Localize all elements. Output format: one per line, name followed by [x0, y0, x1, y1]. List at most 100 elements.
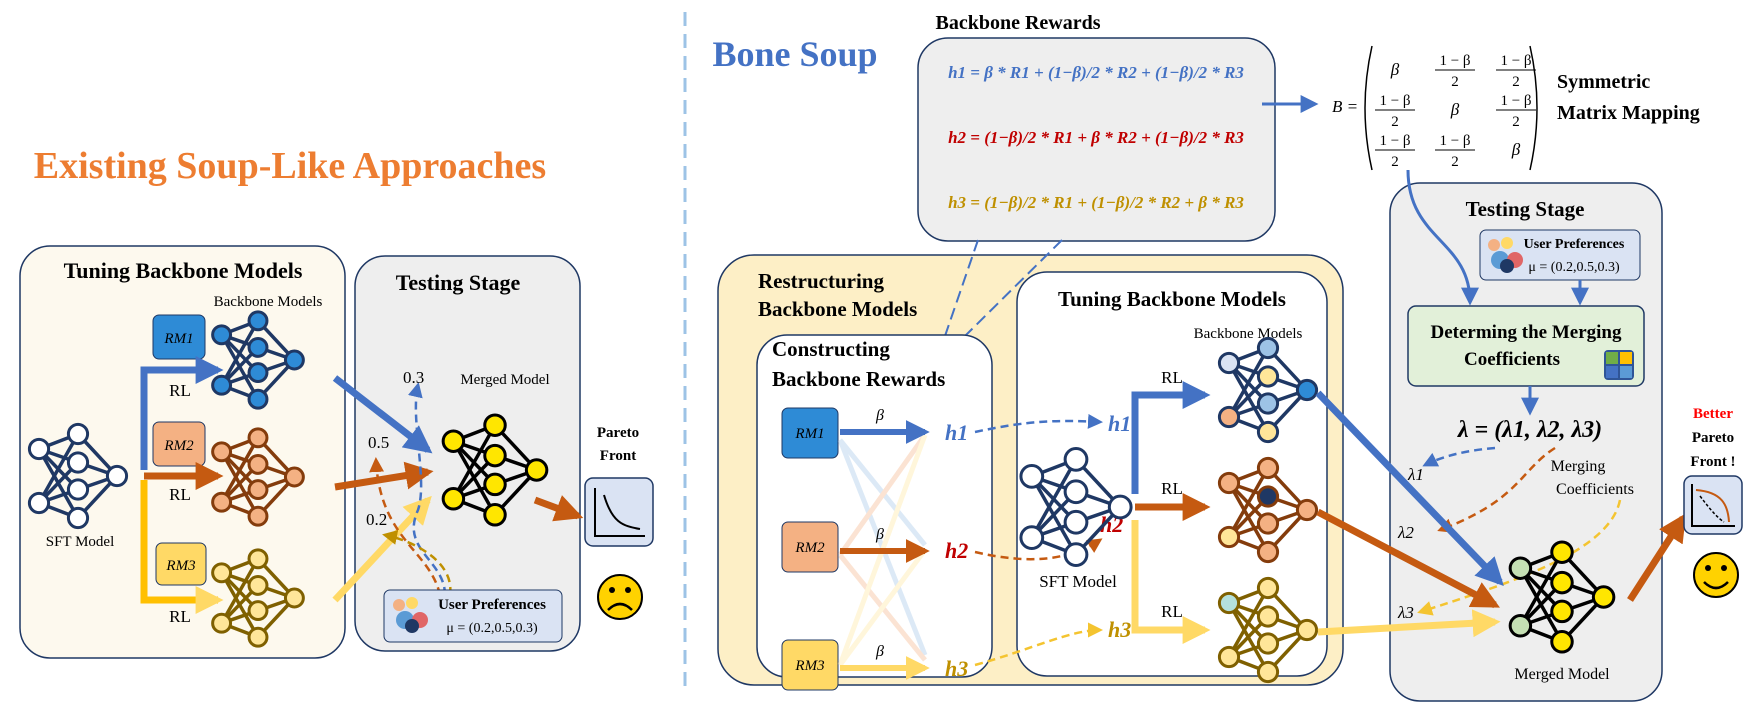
network-node [283, 349, 305, 371]
matrix-label: B = [1332, 97, 1358, 116]
network-node [1550, 599, 1574, 624]
right-rl-label-3: RL [1161, 602, 1183, 621]
matrix-cell-denominator: 2 [1451, 154, 1459, 170]
h2-equation: h2 = (1−β)/2 * R1 + β * R2 + (1−β)/2 * R… [948, 128, 1244, 147]
h2-dashed-arrow [974, 538, 1103, 561]
network-node [1256, 605, 1280, 628]
network-node [1107, 494, 1133, 520]
h1-label: h1 [945, 420, 968, 445]
matrix-cell-numerator: 1 − β [1500, 93, 1531, 109]
right-testing-title: Testing Stage [1466, 197, 1585, 221]
lambda1-label: λ1 [1407, 465, 1424, 484]
right-user-pref-title: User Preferences [1524, 237, 1625, 252]
symmetric-label-2: Matrix Mapping [1557, 102, 1700, 124]
left-tuning-title: Tuning Backbone Models [64, 258, 303, 283]
beta-label-3: β [875, 643, 884, 660]
left-sad-face [597, 574, 643, 620]
network-node [1256, 336, 1280, 360]
left-dashed-blue [408, 382, 447, 596]
merging-coef-label-2: Coefficients [1556, 481, 1634, 498]
restructuring-label-1: Restructuring [758, 269, 884, 293]
network-node [1550, 630, 1574, 654]
left-merge-arrow-yellow [332, 495, 432, 603]
left-pareto-icon [584, 477, 654, 547]
network-node [1217, 591, 1241, 615]
network-node [524, 458, 549, 482]
network-node [441, 487, 466, 511]
network-node [1063, 447, 1089, 472]
matrix-cell-numerator: 1 − β [1439, 53, 1470, 69]
constructing-label-1: Constructing [772, 337, 890, 361]
network-edge [1227, 347, 1270, 418]
rewards-connector-2 [964, 239, 1063, 337]
matrix-cell-denominator: 2 [1391, 154, 1399, 170]
right-tuning-title: Tuning Backbone Models [1058, 287, 1286, 311]
network-node [211, 374, 233, 396]
network-node [211, 441, 233, 463]
network-node [211, 562, 233, 584]
network-node [1256, 456, 1280, 480]
network-node [1217, 405, 1241, 429]
network-node [66, 451, 90, 474]
network-node [247, 574, 269, 596]
right-sft-label: SFT Model [1039, 572, 1117, 591]
h1-label-tuning: h1 [1108, 411, 1131, 436]
right-people-icon [1488, 237, 1523, 273]
right-rm3-box [781, 639, 839, 691]
right-rl-arrow-blue [1131, 381, 1211, 494]
network-node [1550, 540, 1574, 564]
network-node [211, 612, 233, 634]
right-merge-arrow-orange [1316, 508, 1500, 609]
network-node [66, 506, 90, 530]
matrix-right-paren [1529, 45, 1538, 171]
right-pareto-icon [1683, 475, 1743, 535]
beta-label-2: β [875, 526, 884, 543]
network-node [247, 388, 269, 410]
network-node [483, 472, 507, 497]
right-rm2-label: RM2 [794, 540, 825, 556]
left-pareto-label-2: Front [600, 448, 636, 464]
symmetric-label-1: Symmetric [1557, 71, 1650, 93]
network-node [247, 362, 269, 384]
left-backbone-blue [211, 310, 305, 410]
matrix-cell-numerator: 1 − β [1379, 93, 1410, 109]
network-node [1217, 351, 1241, 375]
network-node [247, 310, 269, 332]
network-node [247, 427, 269, 449]
network-node [1063, 509, 1089, 535]
lambda-equation: λ = (λ1, λ2, λ3) [1457, 417, 1602, 443]
right-merge-arrow-yellow [1317, 609, 1501, 638]
network-edge [220, 557, 260, 625]
calculator-icon [1604, 350, 1634, 380]
network-node [1019, 525, 1045, 550]
network-node [247, 453, 269, 475]
right-rl-arrow-yellow [1131, 520, 1211, 644]
left-merge-arrow-orange [334, 461, 434, 491]
network-node [27, 491, 51, 515]
right-backbone-gold [1217, 576, 1319, 684]
right-pareto-label-2: Front ! [1690, 454, 1735, 470]
left-rm3-label: RM3 [165, 558, 195, 574]
beta-label-1: β [875, 407, 884, 424]
network-node [483, 443, 507, 468]
left-merged-network [441, 413, 549, 527]
left-user-pref-value: μ = (0.2,0.5,0.3) [446, 621, 538, 636]
right-backbone-orange [1217, 456, 1319, 564]
right-rm2-box [781, 521, 839, 573]
network-node [247, 479, 269, 501]
network-node [1217, 645, 1241, 669]
left-people-icon [393, 597, 428, 633]
network-edge [1227, 467, 1270, 538]
network-node [1295, 618, 1319, 642]
matrix-cell-denominator: 2 [1391, 114, 1399, 130]
network-edge [1030, 458, 1078, 539]
network-node [1256, 660, 1280, 684]
network-edge [37, 433, 80, 504]
determining-box [1407, 305, 1645, 387]
matrix-cell: β [1511, 140, 1521, 159]
right-happy-face [1693, 552, 1739, 598]
right-pareto-label-1: Pareto [1692, 430, 1734, 446]
determining-label-1: Determing the Merging [1431, 322, 1622, 343]
network-node [247, 336, 269, 358]
